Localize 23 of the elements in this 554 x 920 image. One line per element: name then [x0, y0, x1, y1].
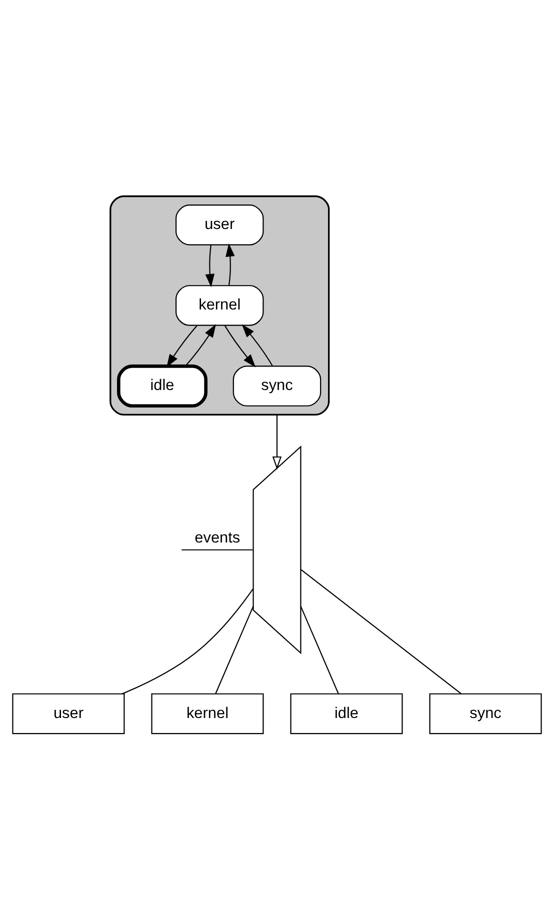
- arrow: [242, 324, 274, 366]
- node-box: sync: [232, 365, 322, 406]
- arrow: [184, 324, 216, 366]
- connector: [300, 605, 339, 694]
- connector: [122, 588, 254, 694]
- arrow: [272, 414, 282, 470]
- connector: [182, 548, 253, 550]
- node-box: user: [12, 692, 125, 734]
- connector: [300, 568, 462, 694]
- edge-label: events: [194, 528, 240, 546]
- node-box: user: [175, 204, 264, 245]
- arrow: [224, 324, 256, 367]
- arrow: [205, 244, 215, 287]
- arrow: [226, 242, 235, 286]
- node-box: idle: [290, 692, 403, 734]
- connector: [215, 605, 254, 694]
- node-box: sync: [429, 692, 542, 734]
- arrow: [166, 324, 198, 368]
- node-box: kernel: [175, 284, 264, 326]
- node-box: kernel: [151, 692, 264, 734]
- node-trapezoid: [252, 444, 302, 654]
- cluster: [110, 194, 330, 416]
- node-box: idle: [117, 364, 208, 408]
